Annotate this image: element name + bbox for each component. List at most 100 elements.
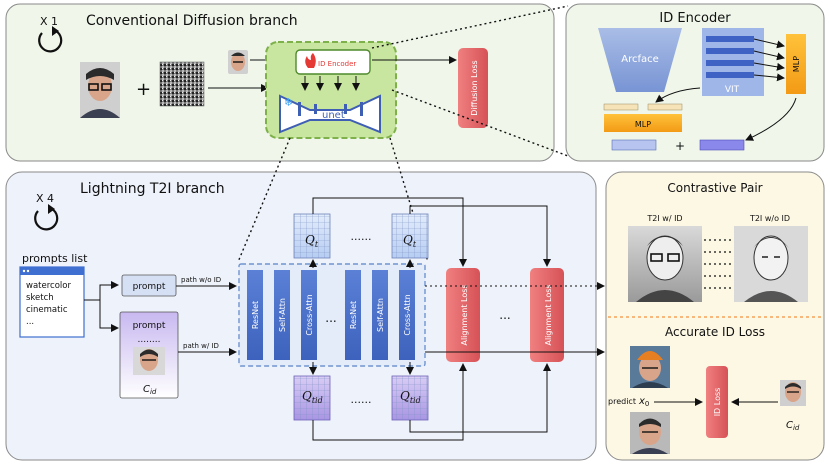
prompt-cid: Cid bbox=[143, 384, 157, 396]
arcface-shape bbox=[598, 28, 682, 92]
id-embedding-bar-left bbox=[611, 139, 657, 151]
unet-blocks: ResNet Self-Attn Cross-Attn ResNet Self-Attn… bbox=[247, 270, 415, 360]
prompt-id-dots: ........ bbox=[138, 335, 161, 345]
sketch-portrait-without-id bbox=[734, 226, 808, 302]
mlp-right-box bbox=[786, 34, 806, 94]
path-w-label: path w/ ID bbox=[183, 342, 219, 350]
id-embedding-bar-right bbox=[699, 139, 745, 151]
small-face bbox=[228, 50, 248, 74]
arcface-feature-bars bbox=[603, 103, 683, 111]
arcface-label: Arcface bbox=[621, 54, 659, 65]
unet-block-label: Self-Attn bbox=[278, 298, 287, 332]
predicted-face-bottom bbox=[630, 412, 670, 454]
prompts-list-title: prompts list bbox=[22, 252, 88, 265]
unet-block bbox=[345, 270, 361, 360]
unet-block bbox=[372, 270, 388, 360]
id-encoder-panel-title: ID Encoder bbox=[659, 11, 731, 26]
mlp-left-label: MLP bbox=[635, 120, 651, 129]
prompts-list-titlebar bbox=[20, 267, 84, 275]
predicted-face-top bbox=[630, 346, 670, 388]
unet-block bbox=[247, 270, 263, 360]
mlp-left-box bbox=[604, 114, 682, 132]
noise-image bbox=[159, 61, 205, 107]
lightning-title: Lightning T2I branch bbox=[80, 181, 225, 197]
contrastive-title: Contrastive Pair bbox=[667, 181, 762, 195]
fire-icon bbox=[305, 53, 316, 68]
q-t-label: Qt bbox=[403, 233, 417, 249]
unet-block-label: ResNet bbox=[251, 301, 260, 329]
contrastive-left-label: T2I w/ ID bbox=[646, 214, 682, 223]
alignment-ellipsis: ... bbox=[499, 308, 510, 322]
plus-sign: + bbox=[136, 79, 151, 100]
vit-label: VIT bbox=[725, 85, 740, 95]
dotted-connector-unet-right bbox=[389, 137, 429, 263]
prompt-item: sketch bbox=[26, 293, 54, 303]
prompt-item: watercolor bbox=[26, 281, 71, 291]
unet-bars bbox=[298, 102, 363, 116]
unet-block-label: Self-Attn bbox=[376, 298, 385, 332]
dotted-connector-encoder-bottom bbox=[391, 89, 569, 157]
unet-block-label: Cross-Attn bbox=[305, 294, 314, 335]
encoder-down-arrows bbox=[301, 76, 360, 91]
q-t-label: Qt bbox=[305, 233, 319, 249]
id-encoder-panel bbox=[565, 3, 825, 162]
q-tid-box bbox=[293, 375, 331, 421]
id-encoder-plus: + bbox=[675, 139, 685, 153]
reference-face bbox=[780, 380, 806, 406]
window-dot-icon bbox=[22, 269, 26, 273]
prompt-id-box-label: prompt bbox=[133, 321, 166, 331]
snowflake-icon: ❄ bbox=[284, 96, 293, 109]
alignment-loss-label-2: Alignment Loss bbox=[544, 284, 553, 345]
diffusion-repeat: X 1 bbox=[40, 15, 58, 28]
id-loss-box bbox=[706, 366, 728, 438]
unet-label: unet bbox=[322, 110, 345, 121]
vit-to-mlp-arrows bbox=[753, 38, 785, 82]
q-bottom-dots: ...... bbox=[351, 393, 372, 406]
unet-block bbox=[399, 270, 415, 360]
path-wo-label: path w/o ID bbox=[181, 276, 221, 284]
contrastive-right-label: T2I w/o ID bbox=[749, 214, 790, 223]
q-t-box bbox=[293, 213, 331, 259]
unet-block bbox=[301, 270, 317, 360]
face-photo bbox=[80, 62, 120, 118]
lightning-repeat: X 4 bbox=[36, 192, 54, 205]
diffusion-loss-label: Diffusion Loss bbox=[470, 60, 479, 115]
refresh-icon bbox=[38, 26, 63, 53]
q-to-loss-lines bbox=[312, 197, 551, 441]
unet-block-label: ResNet bbox=[349, 301, 358, 329]
prompt-face bbox=[133, 347, 165, 375]
refresh-icon-2 bbox=[34, 204, 59, 231]
q-tid-box bbox=[391, 375, 429, 421]
accurate-title: Accurate ID Loss bbox=[665, 325, 765, 339]
alignment-loss-box-1 bbox=[446, 268, 480, 362]
alignment-loss-label-1: Alignment Loss bbox=[460, 284, 469, 345]
vit-token-rows bbox=[706, 36, 754, 78]
arrow-vit-to-mlp-left bbox=[655, 87, 701, 103]
arrow-mlp-to-embedding bbox=[745, 97, 797, 141]
alignment-loss-box-2 bbox=[530, 268, 564, 362]
q-tid-label: Qtid bbox=[302, 389, 323, 405]
arrow-list-to-prompt2 bbox=[99, 300, 119, 332]
prompts-list-window bbox=[19, 266, 85, 338]
unet-block-label: Cross-Attn bbox=[403, 294, 412, 335]
accurate-cid: Cid bbox=[786, 420, 800, 432]
blocks-ellipsis: ... bbox=[325, 311, 336, 325]
window-dot-icon bbox=[26, 269, 30, 273]
prompt-box-label: prompt bbox=[133, 282, 166, 292]
block-q-arrows bbox=[309, 259, 414, 375]
q-top-dots: ...... bbox=[351, 230, 372, 243]
prompt-item: ... bbox=[26, 317, 34, 327]
diffusion-title: Conventional Diffusion branch bbox=[86, 13, 298, 29]
mlp-right-label: MLP bbox=[792, 56, 801, 72]
q-t-box bbox=[391, 213, 429, 259]
unet-shape bbox=[279, 94, 381, 134]
prompt-item: cinematic bbox=[26, 305, 68, 315]
diffusion-loss-box bbox=[458, 48, 488, 128]
arrow-list-to-prompt bbox=[84, 281, 119, 301]
id-encoder-label: ID Encoder bbox=[318, 60, 356, 68]
id-loss-label: ID Loss bbox=[713, 388, 722, 417]
dotted-connector-encoder-top bbox=[371, 5, 569, 49]
